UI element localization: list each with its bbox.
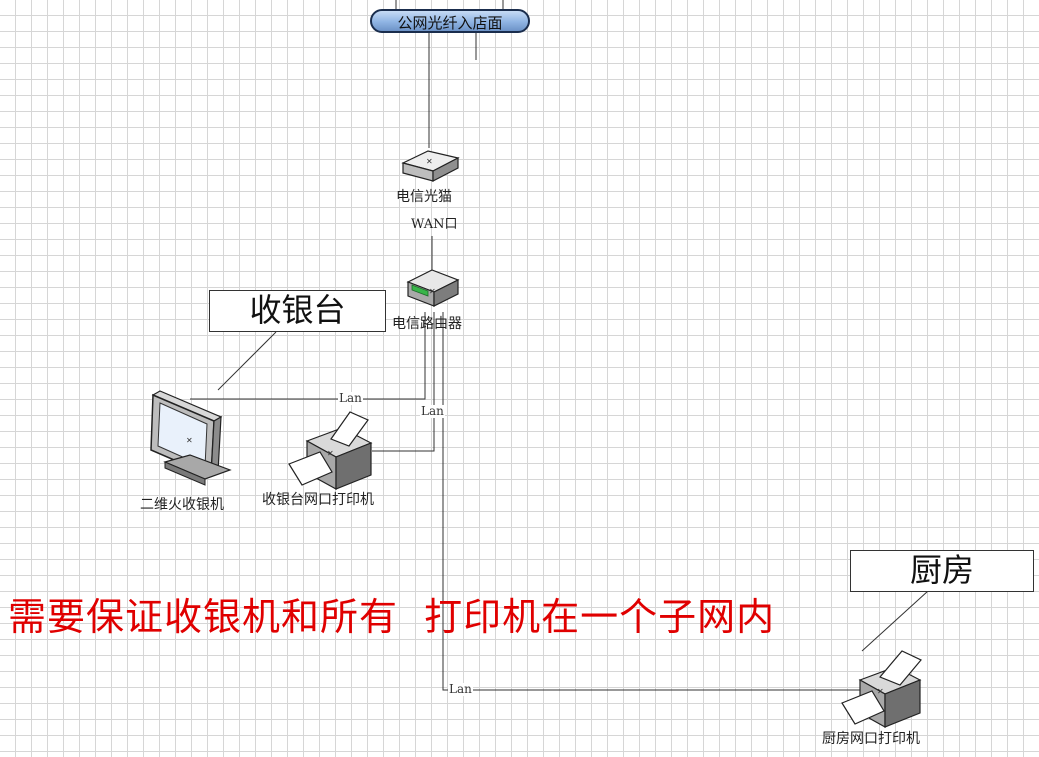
cashier-printer-icon: ✕	[288, 411, 373, 491]
router-icon: ✕	[406, 269, 460, 307]
svg-text:✕: ✕	[426, 157, 433, 166]
svg-text:✕: ✕	[429, 287, 436, 296]
kitchen-printer-icon: ✕	[841, 650, 922, 729]
cashier-printer-label: 收银台网口打印机	[262, 492, 374, 508]
subnet-requirement-note: 需要保证收银机和所有 打印机在一个子网内	[8, 595, 776, 639]
pos-label: 二维火收银机	[140, 497, 224, 513]
isp-fiber-pipe: 公网光纤入店面	[370, 9, 530, 33]
router-label: 电信路由器	[392, 316, 462, 332]
cashier-area-callout: 收银台	[209, 290, 386, 332]
svg-text:✕: ✕	[877, 687, 884, 696]
kitchen-area-callout: 厨房	[850, 550, 1034, 592]
lan-pos-label: Lan	[338, 391, 363, 405]
kitchen-callout-leader	[861, 590, 929, 652]
svg-text:✕: ✕	[327, 449, 334, 458]
modem-icon: ✕	[401, 150, 460, 182]
router-to-cashier-printer-line	[372, 312, 435, 452]
svg-text:✕: ✕	[186, 436, 193, 445]
cashier-callout-leader	[217, 331, 277, 391]
router-to-pos-line	[190, 312, 426, 400]
wan-port-label: WAN口	[411, 217, 458, 232]
router-to-kitchen-printer-line	[442, 312, 860, 691]
lan-cashier-printer-label: Lan	[420, 404, 445, 418]
modem-label: 电信光猫	[396, 189, 452, 205]
isp-fiber-label: 公网光纤入店面	[397, 14, 503, 32]
connection-lines	[190, 0, 929, 691]
pos-monitor-icon: ✕	[150, 390, 232, 486]
kitchen-printer-label: 厨房网口打印机	[822, 731, 920, 747]
lan-kitchen-label: Lan	[448, 682, 473, 696]
